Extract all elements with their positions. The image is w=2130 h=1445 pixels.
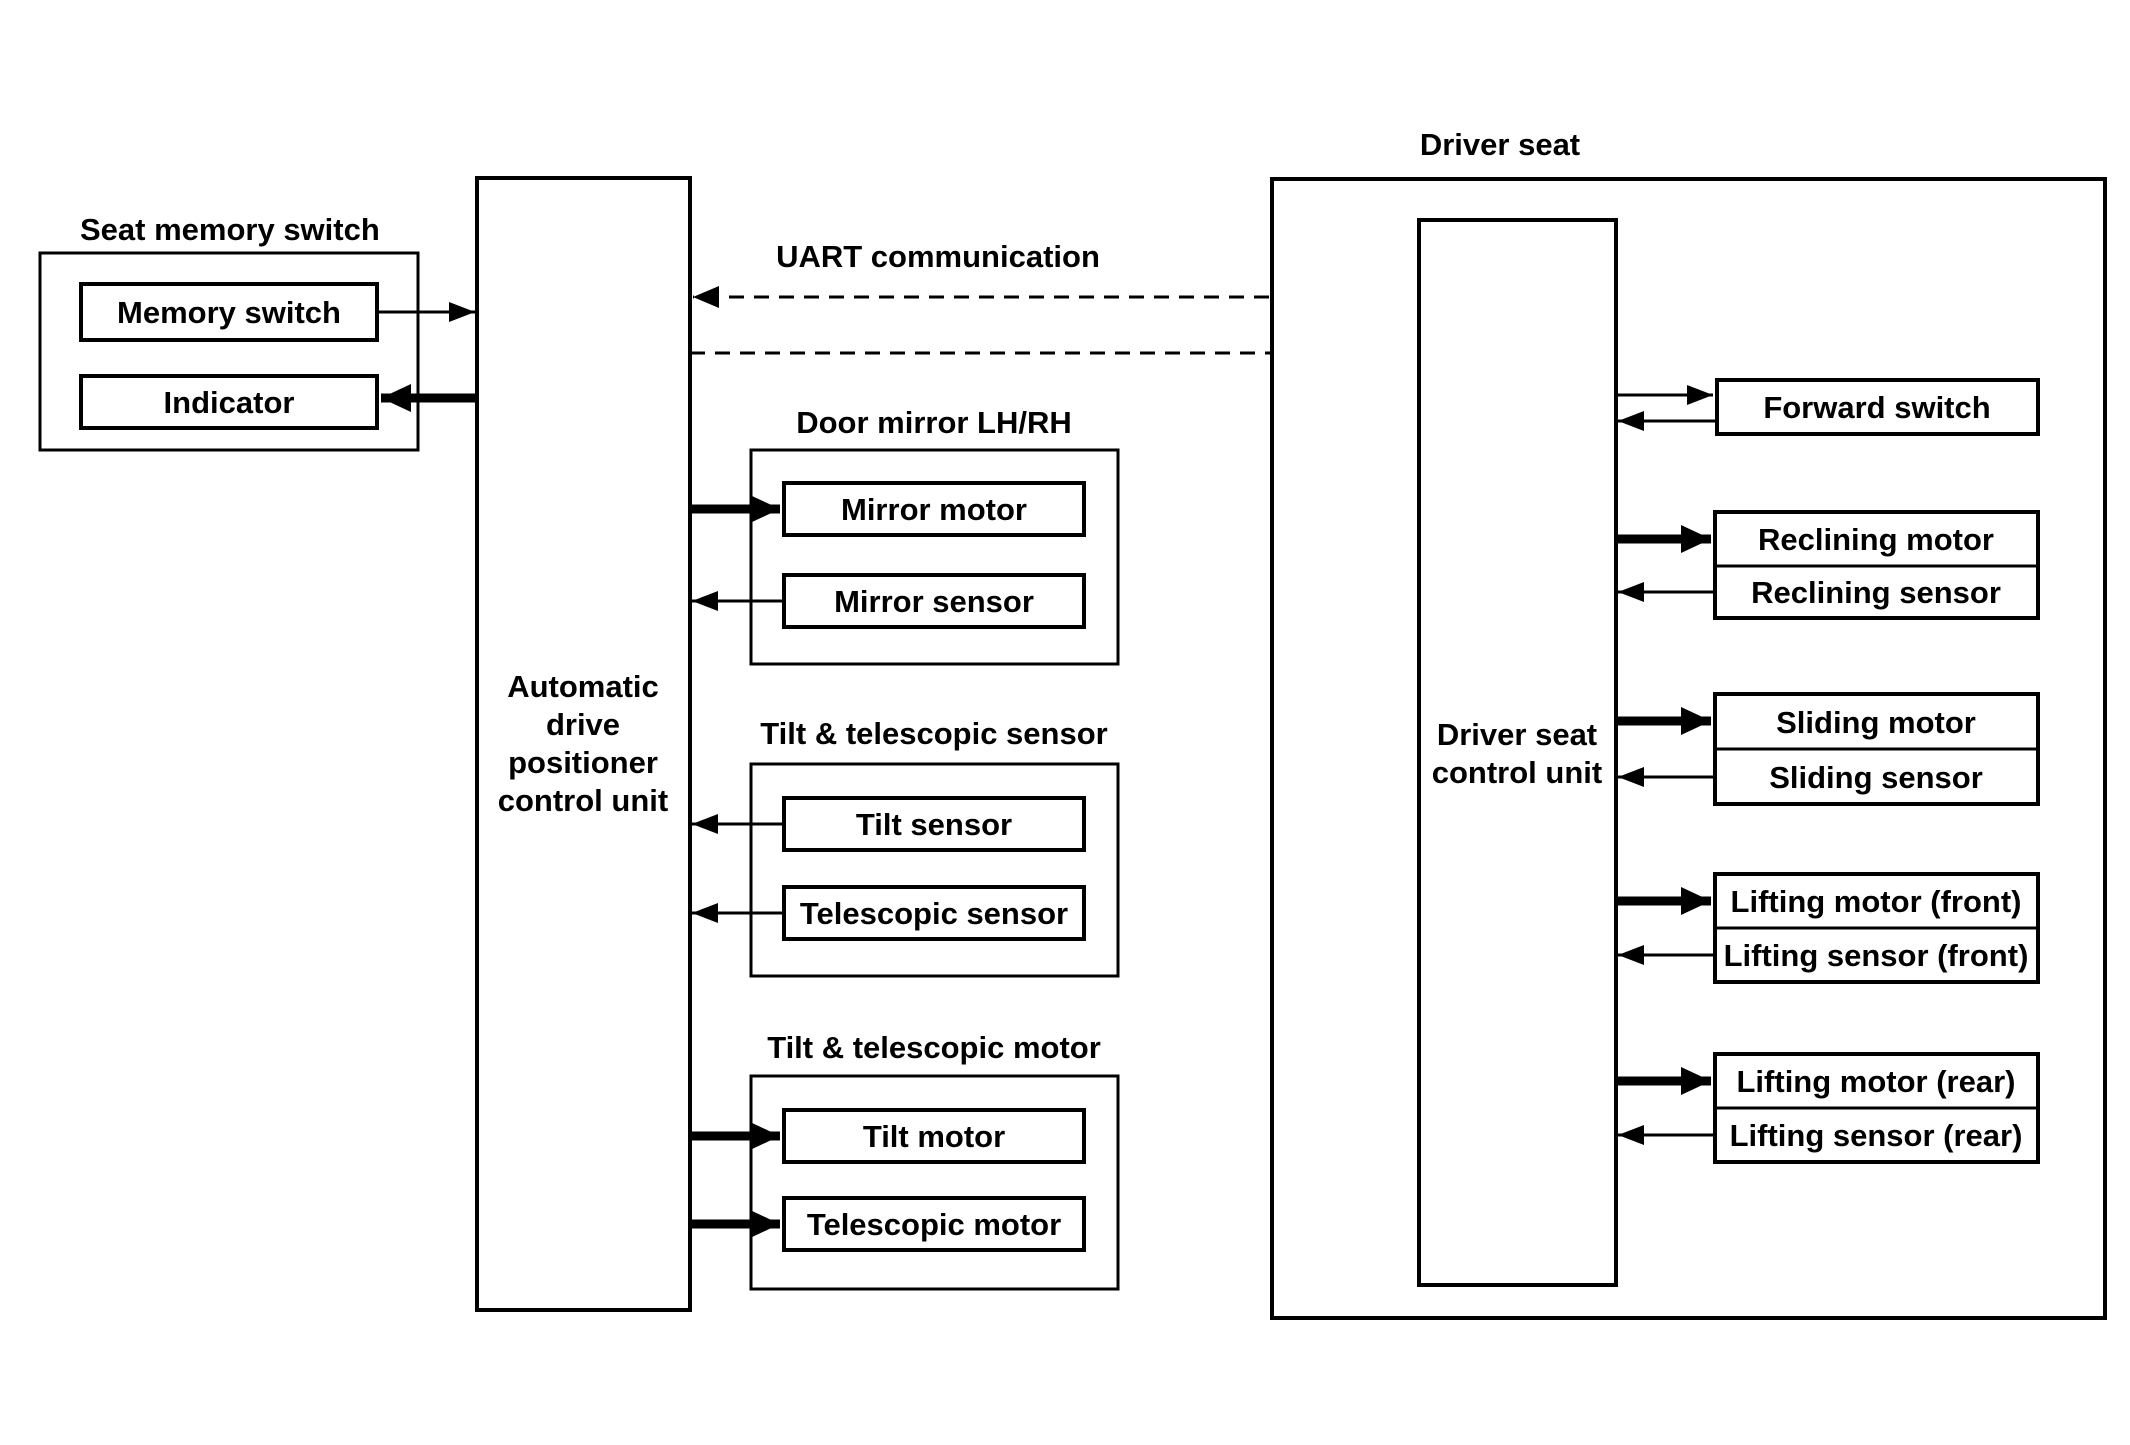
adp-control-unit-box xyxy=(475,176,692,1312)
indicator-label: Indicator xyxy=(164,385,295,420)
sliding-motor-label: Sliding motor xyxy=(1776,705,1976,740)
adp-control-unit-label-line2: drive xyxy=(546,707,620,742)
tilt-sensor-label: Tilt sensor xyxy=(856,807,1012,842)
forward-switch-label: Forward switch xyxy=(1763,390,1990,425)
driver-seat-control-unit-box xyxy=(1417,218,1618,1287)
driver-seat-control-unit-label-line2: control unit xyxy=(1432,755,1602,790)
mirror-sensor-box xyxy=(782,573,1086,629)
driver-seat-title: Driver seat xyxy=(1420,127,1580,162)
lifting-sensor-front-label: Lifting sensor (front) xyxy=(1724,938,2029,973)
mirror-sensor-label: Mirror sensor xyxy=(834,584,1034,619)
telescopic-motor-box xyxy=(782,1196,1086,1252)
seat-memory-switch-title: Seat memory switch xyxy=(80,212,380,247)
tilt-motor-box xyxy=(782,1108,1086,1164)
reclining-sensor-label: Reclining sensor xyxy=(1751,575,2001,610)
lifting-motor-front-label: Lifting motor (front) xyxy=(1731,884,2022,919)
lifting-sensor-rear-label: Lifting sensor (rear) xyxy=(1730,1118,2023,1153)
uart-communication-label: UART communication xyxy=(776,239,1100,274)
telescopic-sensor-label: Telescopic sensor xyxy=(800,896,1068,931)
tilt-sensor-box xyxy=(782,796,1086,852)
memory-switch-box xyxy=(79,282,379,342)
indicator-box xyxy=(79,374,379,430)
tilt-telescopic-sensor-group-box xyxy=(749,762,1120,978)
tilt-telescopic-motor-title: Tilt & telescopic motor xyxy=(767,1030,1101,1065)
tilt-telescopic-sensor-title: Tilt & telescopic sensor xyxy=(760,716,1107,751)
memory-switch-label: Memory switch xyxy=(117,295,341,330)
mirror-motor-label: Mirror motor xyxy=(841,492,1027,527)
door-mirror-title: Door mirror LH/RH xyxy=(796,405,1072,440)
lifting-motor-rear-label: Lifting motor (rear) xyxy=(1737,1064,2016,1099)
tilt-telescopic-motor-group-box xyxy=(749,1074,1120,1291)
telescopic-motor-label: Telescopic motor xyxy=(807,1207,1061,1242)
sliding-sensor-label: Sliding sensor xyxy=(1769,760,1983,795)
adp-control-unit-label-line3: positioner xyxy=(508,745,658,780)
mirror-motor-box xyxy=(782,481,1086,537)
reclining-motor-label: Reclining motor xyxy=(1758,522,1994,557)
adp-control-unit-label-line4: control unit xyxy=(498,783,668,818)
driver-seat-control-unit-label-line1: Driver seat xyxy=(1437,717,1597,752)
forward-switch-box xyxy=(1715,378,2040,436)
adp-control-unit-label-line1: Automatic xyxy=(507,669,659,704)
tilt-motor-label: Tilt motor xyxy=(863,1119,1005,1154)
